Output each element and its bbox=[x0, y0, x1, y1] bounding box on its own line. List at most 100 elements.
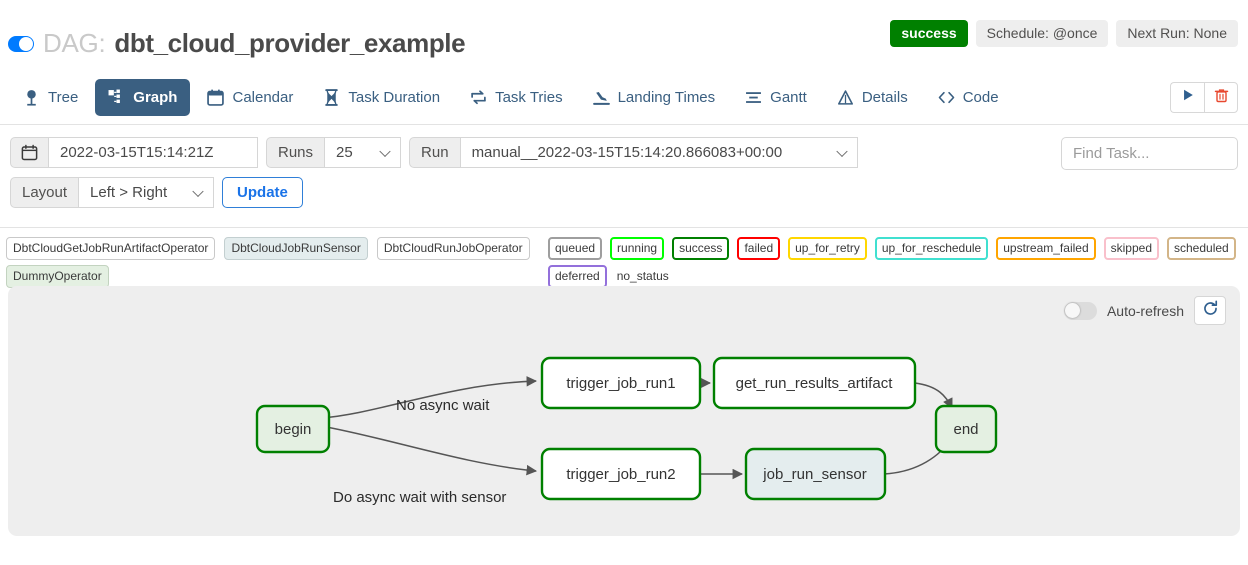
edge-label-do-async-wait: Do async wait with sensor bbox=[333, 489, 506, 506]
trigger-dag-button[interactable] bbox=[1170, 82, 1204, 113]
operator-chip[interactable]: DbtCloudRunJobOperator bbox=[376, 237, 530, 260]
execution-date-input[interactable]: 2022-03-15T15:14:21Z bbox=[49, 137, 258, 168]
run-group: Run manual__2022-03-15T15:14:20.866083+0… bbox=[409, 137, 858, 168]
state-chip-no-status: no_status bbox=[616, 269, 669, 283]
state-chip-success[interactable]: success bbox=[672, 237, 730, 260]
tab-landing-times[interactable]: Landing Times bbox=[580, 79, 729, 116]
execution-date-group: 2022-03-15T15:14:21Z bbox=[10, 137, 258, 168]
tab-label: Gantt bbox=[770, 88, 807, 106]
tab-label: Landing Times bbox=[617, 88, 716, 106]
run-label: Run bbox=[409, 137, 461, 168]
edge-begin-to-trigger2 bbox=[320, 425, 538, 476]
landing-icon bbox=[592, 89, 610, 106]
triangle-icon bbox=[837, 89, 854, 106]
node-begin[interactable]: begin bbox=[255, 404, 331, 454]
tab-label: Code bbox=[962, 88, 999, 106]
run-select[interactable]: manual__2022-03-15T15:14:20.866083+00:00 bbox=[460, 137, 858, 168]
state-chip-up-for-retry[interactable]: up_for_retry bbox=[788, 237, 867, 260]
node-label: end bbox=[953, 421, 978, 438]
trash-icon bbox=[1214, 88, 1229, 108]
code-icon bbox=[938, 89, 955, 106]
node-trigger-job-run1[interactable]: trigger_job_run1 bbox=[540, 356, 702, 410]
dag-title-row: DAG: dbt_cloud_provider_example bbox=[8, 28, 466, 59]
status-badge: success bbox=[890, 20, 968, 48]
tab-task-tries[interactable]: Task Tries bbox=[457, 79, 576, 116]
tab-label: Task Duration bbox=[348, 88, 441, 106]
graph-legend: DbtCloudGetJobRunArtifactOperator DbtClo… bbox=[0, 228, 1248, 288]
auto-refresh-toggle[interactable] bbox=[1063, 301, 1097, 320]
dag-tabbar: Tree Graph Calendar Task Duration Task T bbox=[0, 70, 1248, 125]
state-chip-skipped[interactable]: skipped bbox=[1103, 237, 1159, 260]
tab-label: Calendar bbox=[232, 88, 294, 106]
tab-task-duration[interactable]: Task Duration bbox=[310, 79, 453, 116]
layout-select[interactable]: Left > Right bbox=[79, 177, 215, 208]
dag-graph-panel: Auto-refresh bbox=[8, 286, 1240, 536]
page-header: DAG: dbt_cloud_provider_example success … bbox=[0, 0, 1248, 70]
node-job-run-sensor[interactable]: job_run_sensor bbox=[744, 447, 887, 501]
tab-label: Graph bbox=[133, 88, 178, 106]
state-chip-running[interactable]: running bbox=[610, 237, 665, 260]
find-task-input[interactable]: Find Task... bbox=[1061, 137, 1238, 170]
layout-group: Layout Left > Right bbox=[10, 177, 215, 208]
hourglass-icon bbox=[323, 88, 340, 106]
tab-details[interactable]: Details bbox=[824, 79, 921, 116]
runs-label: Runs bbox=[266, 137, 326, 168]
state-chip-deferred[interactable]: deferred bbox=[548, 265, 607, 288]
edge-begin-to-trigger1 bbox=[320, 376, 538, 419]
edge-label-no-async-wait: No async wait bbox=[396, 397, 490, 414]
play-icon bbox=[1181, 88, 1195, 107]
operator-chip[interactable]: DbtCloudGetJobRunArtifactOperator bbox=[6, 237, 216, 260]
dag-pause-toggle[interactable] bbox=[8, 35, 34, 52]
refresh-button[interactable] bbox=[1194, 296, 1226, 325]
dag-graph-canvas[interactable]: No async wait Do async wait with sensor … bbox=[8, 286, 1240, 536]
update-button[interactable]: Update bbox=[222, 177, 303, 208]
state-chip-queued[interactable]: queued bbox=[548, 237, 603, 260]
runs-select[interactable]: 25 bbox=[325, 137, 402, 168]
auto-refresh-label: Auto-refresh bbox=[1106, 302, 1184, 319]
page-title: dbt_cloud_provider_example bbox=[114, 28, 466, 58]
tab-graph[interactable]: Graph bbox=[95, 78, 191, 116]
tab-label: Details bbox=[861, 88, 908, 106]
tab-list: Tree Graph Calendar Task Duration Task T bbox=[10, 78, 1012, 116]
filter-row-primary: 2022-03-15T15:14:21Z Runs 25 Run manual_… bbox=[10, 137, 1238, 168]
layout-label: Layout bbox=[10, 177, 80, 208]
node-label: begin bbox=[275, 421, 312, 438]
next-run-badge[interactable]: Next Run: None bbox=[1116, 20, 1238, 48]
calendar-icon bbox=[207, 89, 225, 106]
dag-filter-bar: 2022-03-15T15:14:21Z Runs 25 Run manual_… bbox=[0, 125, 1248, 228]
tab-tree[interactable]: Tree bbox=[10, 79, 91, 116]
state-chip-scheduled[interactable]: scheduled bbox=[1167, 237, 1236, 260]
state-chip-failed[interactable]: failed bbox=[737, 237, 781, 260]
dag-action-buttons bbox=[1170, 82, 1238, 113]
node-label: trigger_job_run1 bbox=[566, 375, 675, 392]
operator-chip[interactable]: DbtCloudJobRunSensor bbox=[224, 237, 368, 260]
graph-toolbar: Auto-refresh bbox=[1063, 296, 1226, 325]
runs-group: Runs 25 bbox=[266, 137, 402, 168]
node-label: trigger_job_run2 bbox=[566, 466, 675, 483]
header-badges: success Schedule: @once Next Run: None bbox=[890, 20, 1238, 48]
tab-label: Tree bbox=[48, 88, 79, 106]
state-chip-upstream-failed[interactable]: upstream_failed bbox=[996, 237, 1096, 260]
tree-icon bbox=[23, 89, 40, 106]
edge-artifact-to-end bbox=[914, 382, 953, 409]
node-trigger-job-run2[interactable]: trigger_job_run2 bbox=[540, 447, 702, 501]
dag-graph-svg[interactable]: No async wait Do async wait with sensor … bbox=[8, 286, 1240, 536]
calendar-icon[interactable] bbox=[10, 137, 49, 168]
filter-row-secondary: Layout Left > Right Update bbox=[10, 177, 1238, 208]
delete-dag-button[interactable] bbox=[1204, 82, 1238, 113]
tab-gantt[interactable]: Gantt bbox=[732, 79, 820, 116]
node-get-run-results-artifact[interactable]: get_run_results_artifact bbox=[712, 356, 917, 410]
tab-calendar[interactable]: Calendar bbox=[194, 79, 306, 116]
operator-chip[interactable]: DummyOperator bbox=[6, 265, 109, 288]
gantt-icon bbox=[745, 89, 762, 106]
refresh-icon bbox=[1202, 300, 1219, 322]
node-label: job_run_sensor bbox=[762, 466, 866, 483]
graph-icon bbox=[108, 89, 125, 106]
state-legend: queued running success failed up_for_ret… bbox=[548, 237, 1244, 288]
tab-code[interactable]: Code bbox=[925, 79, 1012, 116]
operator-legend: DbtCloudGetJobRunArtifactOperator DbtClo… bbox=[6, 237, 541, 288]
dag-label: DAG: bbox=[43, 28, 106, 58]
state-chip-up-for-reschedule[interactable]: up_for_reschedule bbox=[874, 237, 989, 260]
schedule-badge[interactable]: Schedule: @once bbox=[975, 20, 1109, 48]
node-end[interactable]: end bbox=[934, 404, 998, 454]
